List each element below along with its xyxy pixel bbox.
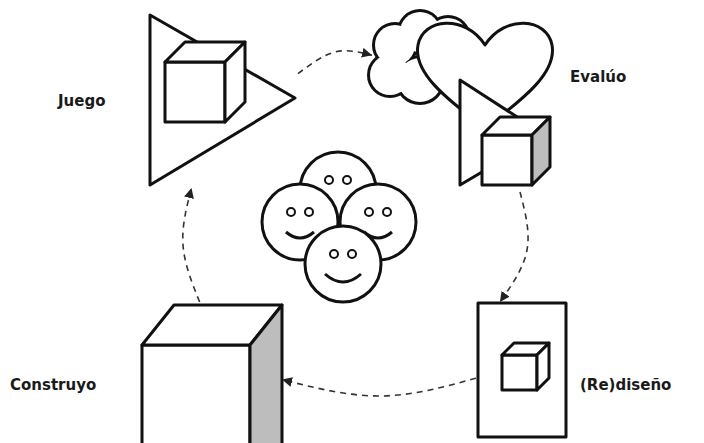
face-smile [325, 274, 361, 282]
evaluate-icon [370, 12, 553, 185]
stage-node: Construyo [140, 302, 282, 443]
stage-label: Construyo [10, 376, 96, 394]
cycle-arrow [298, 51, 372, 74]
face-eye [348, 250, 356, 258]
cube-side [537, 343, 549, 390]
build-icon [142, 305, 282, 443]
cube-side [250, 305, 282, 443]
triangle-shape [150, 15, 295, 185]
cube-side [225, 42, 245, 122]
face-eye [287, 208, 295, 216]
face-eye [365, 208, 373, 216]
face-eye [305, 208, 313, 216]
face-eye [325, 176, 333, 184]
cube-front [142, 345, 250, 443]
stage-node: Juego [148, 12, 298, 188]
stage-label: (Re)diseño [580, 376, 671, 394]
face-eye [330, 250, 338, 258]
cube-side [532, 117, 550, 185]
face-smile [286, 232, 314, 238]
frame-square [478, 303, 566, 437]
team-faces [262, 152, 416, 302]
face-eye [343, 176, 351, 184]
play-icon [150, 15, 295, 185]
cycle-arrow [183, 188, 200, 302]
face-circle [305, 226, 381, 302]
cycle-arrow [282, 378, 476, 396]
cycle-arrow [500, 192, 528, 302]
cube-front [165, 62, 225, 122]
cube-front [502, 355, 537, 390]
stage-node: Evalúo [372, 12, 557, 192]
face-eye [383, 208, 391, 216]
cube-front [482, 135, 532, 185]
stage-label: Juego [58, 92, 105, 110]
stage-label: Evalúo [570, 68, 626, 86]
design-icon [478, 303, 566, 437]
stage-node: (Re)diseño [476, 302, 568, 438]
